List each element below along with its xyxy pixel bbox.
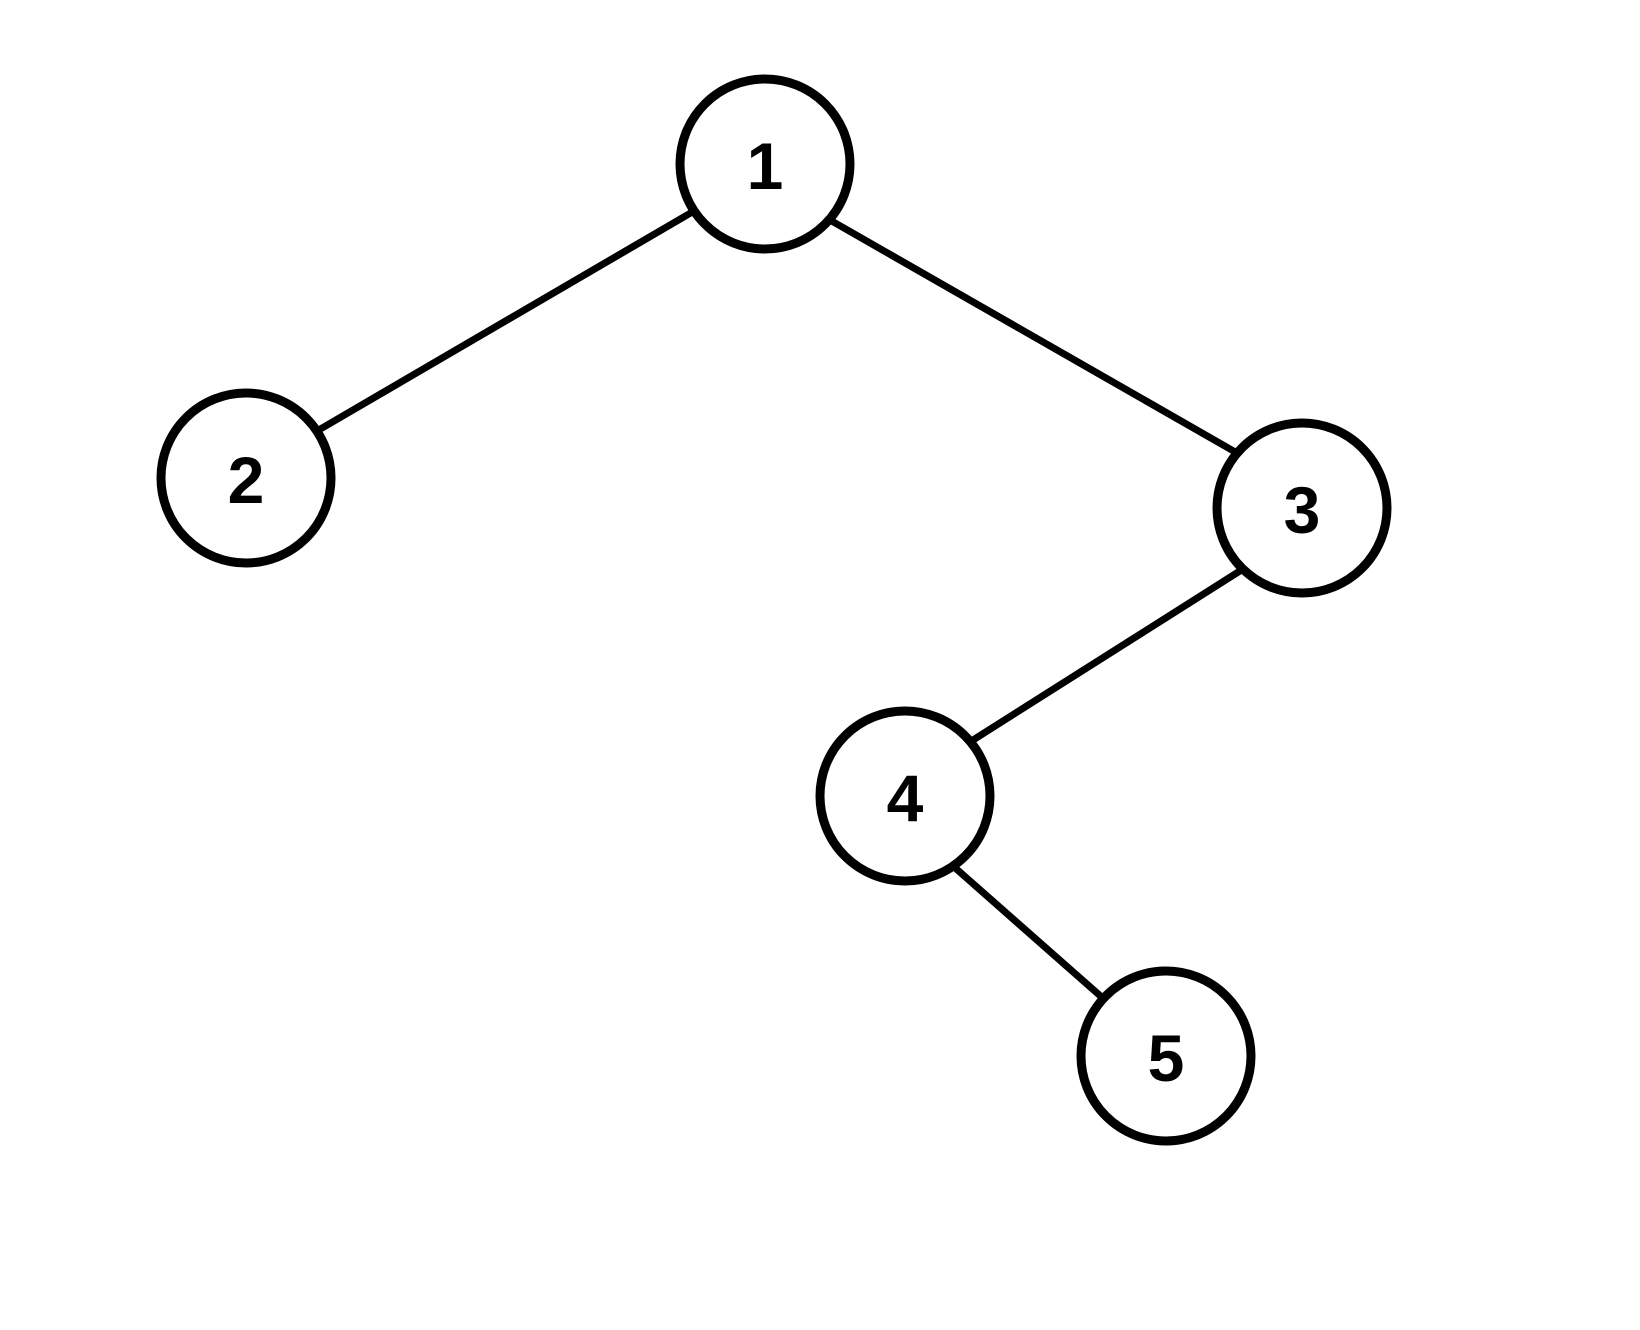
node-circle-2[interactable] [156,388,336,568]
edge-node3-node4 [958,565,1247,751]
edge-node4-node5 [949,862,1109,1004]
node-layer: 1 2 3 4 5 [156,74,1392,1146]
tree-node-5[interactable]: 5 [1076,966,1256,1146]
node-circle-4[interactable] [815,706,995,886]
tree-node-2[interactable]: 2 [156,388,336,568]
node-circle-1[interactable] [675,74,855,254]
node-label-1: 1 [747,129,784,203]
tree-node-4[interactable]: 4 [815,706,995,886]
tree-node-1[interactable]: 1 [675,74,855,254]
node-label-2: 2 [228,443,265,517]
edge-node1-node3 [805,204,1241,457]
edge-layer [313,204,1247,1004]
tree-node-3[interactable]: 3 [1212,418,1392,598]
node-label-3: 3 [1284,473,1321,547]
node-label-5: 5 [1148,1021,1185,1095]
node-circle-5[interactable] [1076,966,1256,1146]
node-circle-3[interactable] [1212,418,1392,598]
node-label-4: 4 [887,761,924,835]
edge-node1-node2 [313,207,698,435]
